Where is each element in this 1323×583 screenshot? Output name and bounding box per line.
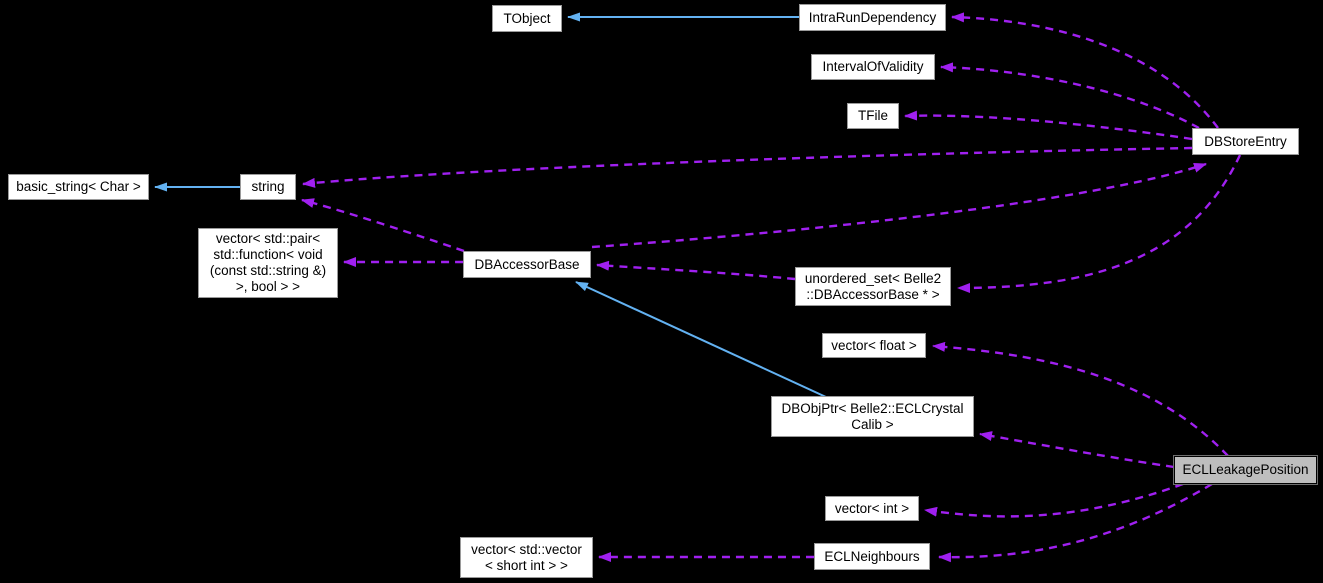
edge-dbobjptr-to-dbaccessorbase xyxy=(575,281,827,398)
edge-dbstoreentry-to-string xyxy=(302,146,1193,188)
edge-dbstoreentry-to-tfile xyxy=(904,110,1193,141)
node-string[interactable]: string xyxy=(240,174,296,200)
edge-dbstoreentry-to-unordered-set xyxy=(957,154,1242,293)
node-intervalofvalidity[interactable]: IntervalOfValidity xyxy=(811,54,935,80)
node-vector-pair-function[interactable]: vector< std::pair< std::function< void (… xyxy=(198,228,338,298)
edge-dbaccessorbase-to-string xyxy=(301,198,465,253)
node-dbstoreentry[interactable]: DBStoreEntry xyxy=(1192,128,1299,155)
edge-eclleakageposition-to-vector-float xyxy=(932,341,1229,457)
node-eclleakageposition: ECLLeakagePosition xyxy=(1173,455,1318,485)
edge-dbstoreentry-to-intrarundependency xyxy=(951,12,1219,129)
node-vector-int[interactable]: vector< int > xyxy=(825,496,919,521)
node-tobject[interactable]: TObject xyxy=(492,5,562,32)
node-vector-float[interactable]: vector< float > xyxy=(822,333,926,358)
node-intrarundependency[interactable]: IntraRunDependency xyxy=(799,4,946,31)
node-eclneighbours[interactable]: ECLNeighbours xyxy=(814,543,930,570)
node-basic-string[interactable]: basic_string< Char > xyxy=(8,174,149,200)
edge-dbaccessorbase-to-dbstoreentry xyxy=(591,162,1207,249)
node-unordered-set-dbaccessorbase[interactable]: unordered_set< Belle2 ::DBAccessorBase *… xyxy=(795,267,951,306)
edge-eclleakageposition-to-eclneighbours xyxy=(938,482,1213,563)
node-dbobjptr-eclcrystalcalib[interactable]: DBObjPtr< Belle2::ECLCrystal Calib > xyxy=(771,396,974,437)
edge-unordered-set-to-dbaccessorbase xyxy=(596,260,796,281)
node-tfile[interactable]: TFile xyxy=(847,103,899,129)
node-vector-vector-short-int[interactable]: vector< std::vector < short int > > xyxy=(460,537,593,578)
edge-dbstoreentry-to-intervalofvalidity xyxy=(940,62,1200,130)
edge-eclleakageposition-to-dbobjptr xyxy=(979,431,1175,469)
node-dbaccessorbase[interactable]: DBAccessorBase xyxy=(463,251,591,278)
edge-eclleakageposition-to-vector-int xyxy=(924,482,1184,518)
